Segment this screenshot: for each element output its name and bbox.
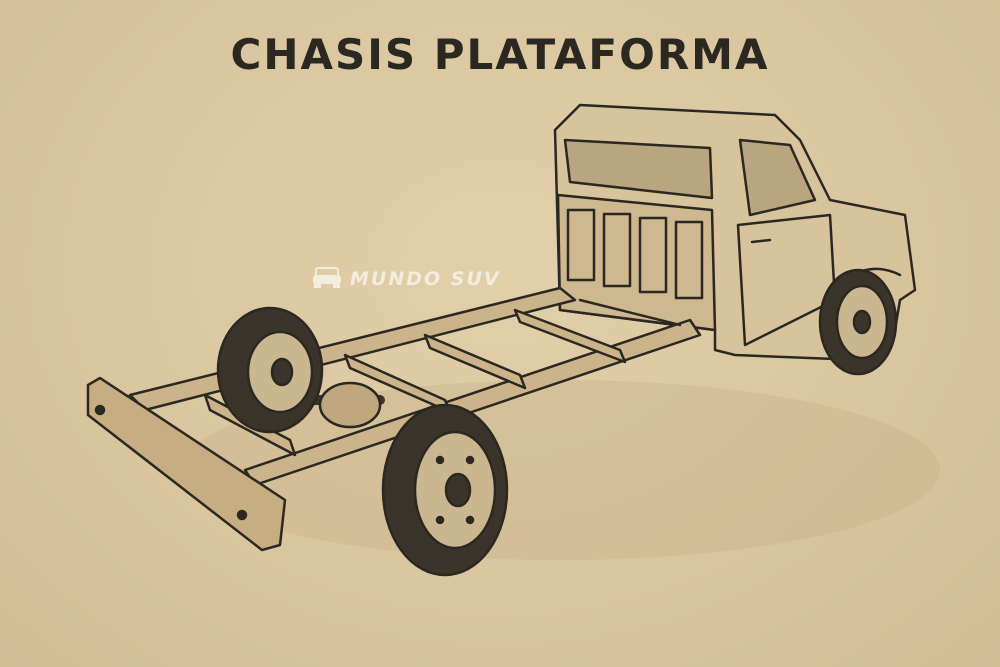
rear-right-wheel	[381, 403, 509, 577]
page-title: CHASIS PLATAFORMA	[230, 30, 770, 79]
rear-left-wheel	[216, 306, 324, 434]
front-wheel	[818, 268, 898, 376]
watermark-text: MUNDO SUV	[350, 268, 501, 290]
suv-icon	[312, 265, 342, 293]
watermark: MUNDO SUV	[312, 265, 501, 293]
truck-cab	[553, 103, 917, 362]
